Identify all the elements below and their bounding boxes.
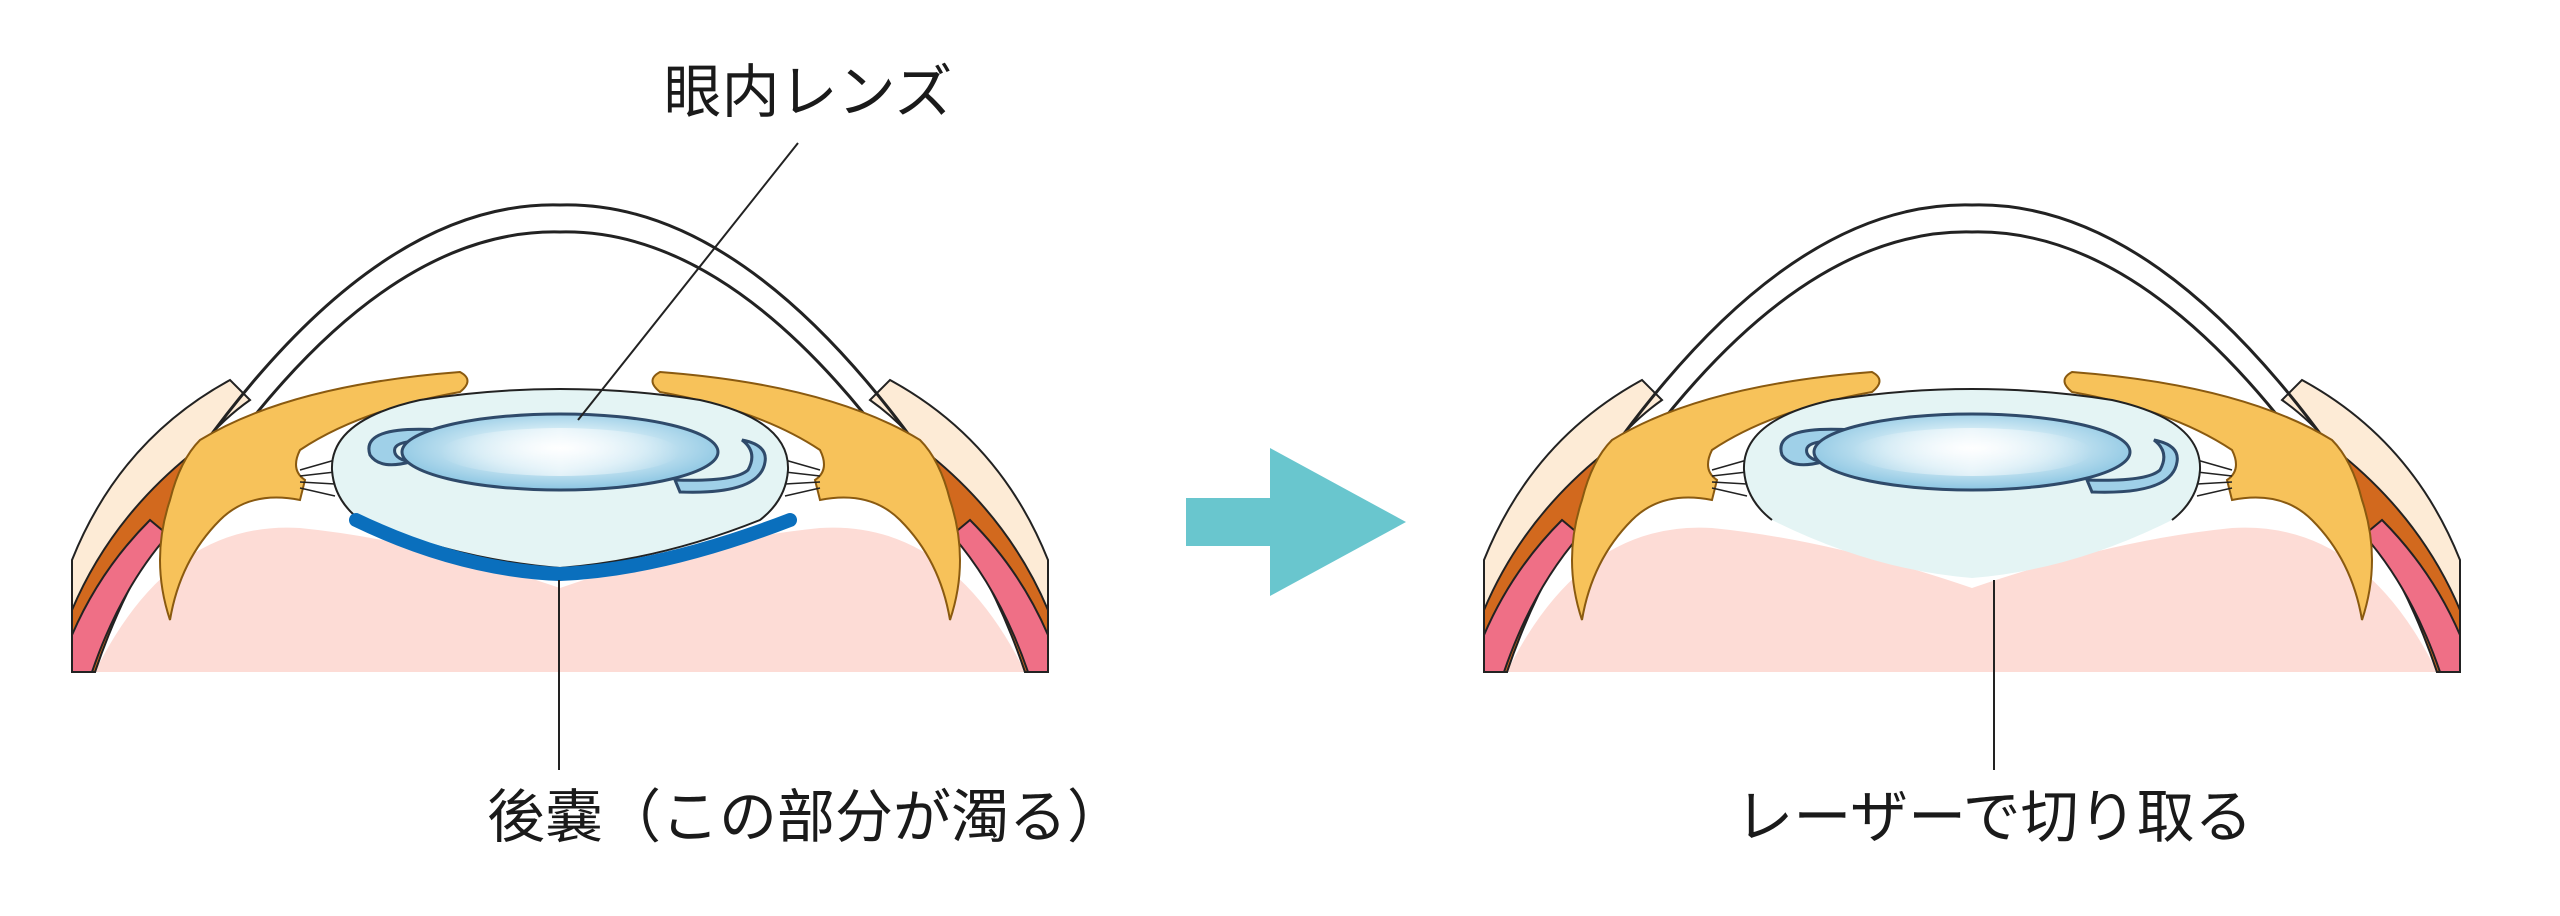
right-arrow-icon	[1186, 448, 1406, 596]
opaque-posterior-capsule	[349, 513, 797, 582]
eye-after	[1482, 203, 2462, 674]
label-intraocular-lens: 眼内レンズ	[664, 58, 953, 126]
label-laser-cut: レーザーで切り取る	[1735, 783, 2252, 851]
leader-line-iol	[577, 142, 799, 421]
eye-before	[70, 203, 1050, 674]
label-posterior-capsule: 後嚢（この部分が濁る）	[487, 783, 1125, 851]
